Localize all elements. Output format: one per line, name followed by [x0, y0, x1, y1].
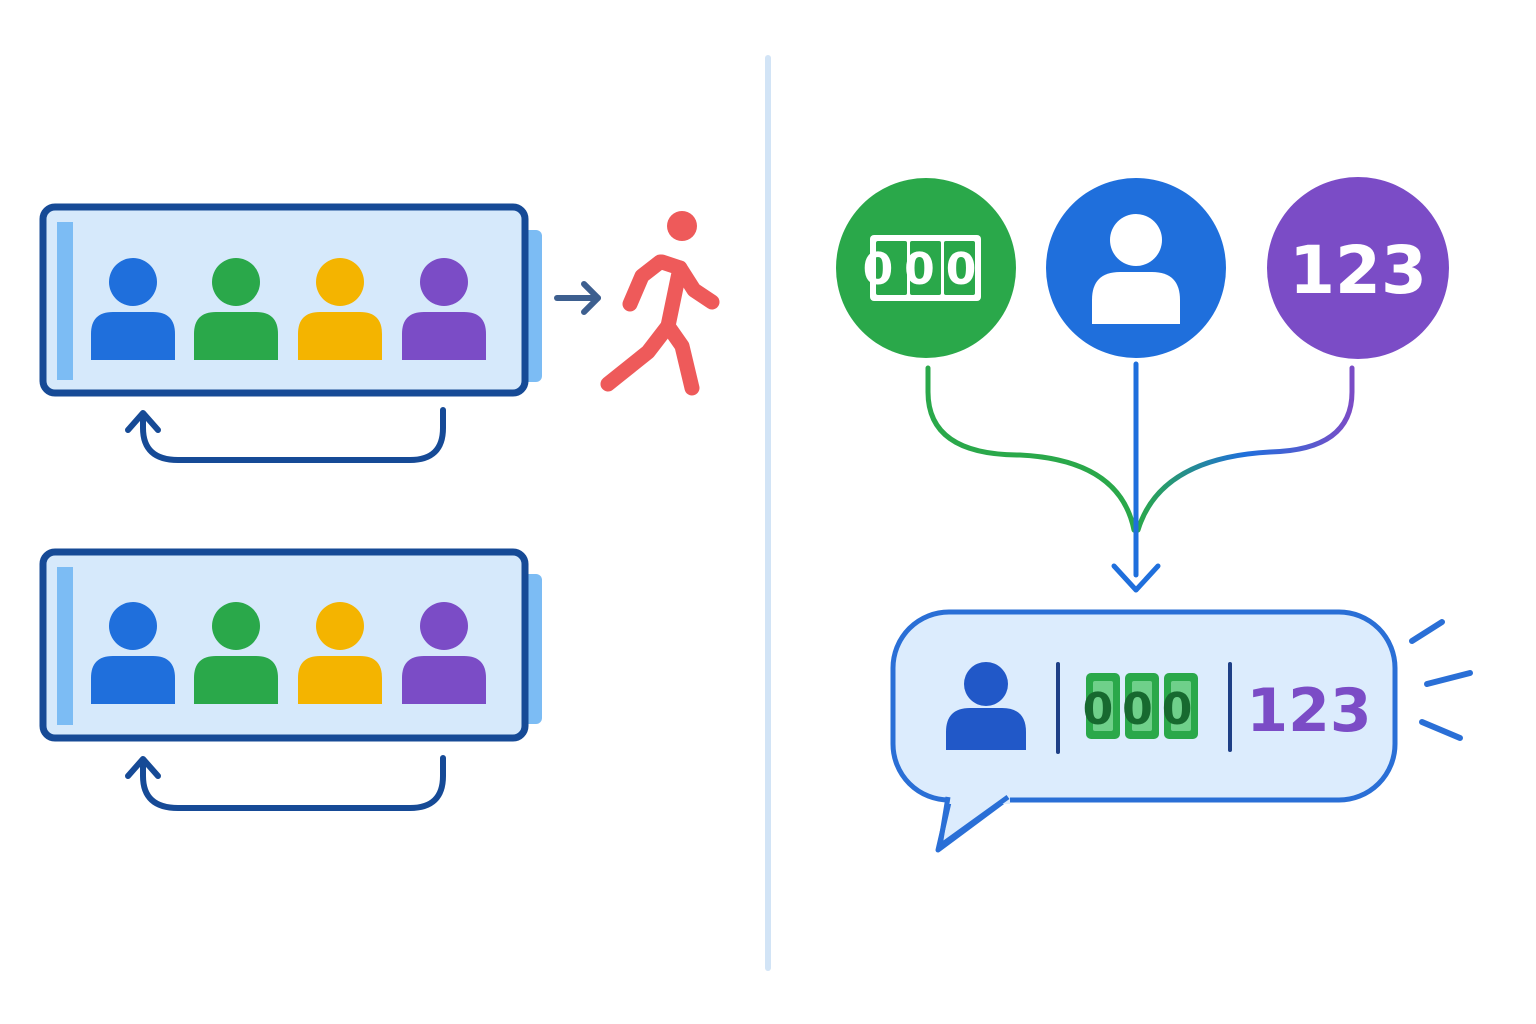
person-icon: [194, 258, 278, 360]
loop-arrow-icon: [125, 407, 446, 463]
person-icon: [298, 258, 382, 360]
person-icon: [91, 602, 175, 704]
merge-connectors: [925, 361, 1355, 593]
walking-person-icon: [600, 211, 720, 396]
user-icon: [1092, 214, 1180, 324]
message-counter-digits: 000: [1083, 684, 1202, 735]
people-row-1: [91, 258, 486, 360]
emphasis-lines-icon: [1409, 619, 1473, 741]
user-source: [1046, 178, 1226, 358]
number-source: 123: [1267, 177, 1449, 359]
counter-digits: 000: [863, 244, 988, 295]
person-icon: [298, 602, 382, 704]
group-panel-1: [39, 203, 542, 397]
counter-icon: 000: [863, 235, 988, 301]
group-panel-2: [39, 548, 542, 742]
right-arrow-icon: [554, 281, 601, 315]
person-icon: [402, 602, 486, 704]
counter-icon: 000: [1083, 673, 1202, 739]
user-icon: [946, 662, 1026, 750]
person-icon: [91, 258, 175, 360]
loop-arrow-icon: [125, 755, 446, 811]
person-icon: [194, 602, 278, 704]
counter-source: 000: [836, 178, 1016, 358]
speech-bubble-icon: 000 123: [890, 609, 1398, 853]
people-row-2: [91, 602, 486, 704]
message-number-text: 123: [1246, 676, 1371, 746]
person-icon: [402, 258, 486, 360]
number-text: 123: [1289, 232, 1427, 309]
